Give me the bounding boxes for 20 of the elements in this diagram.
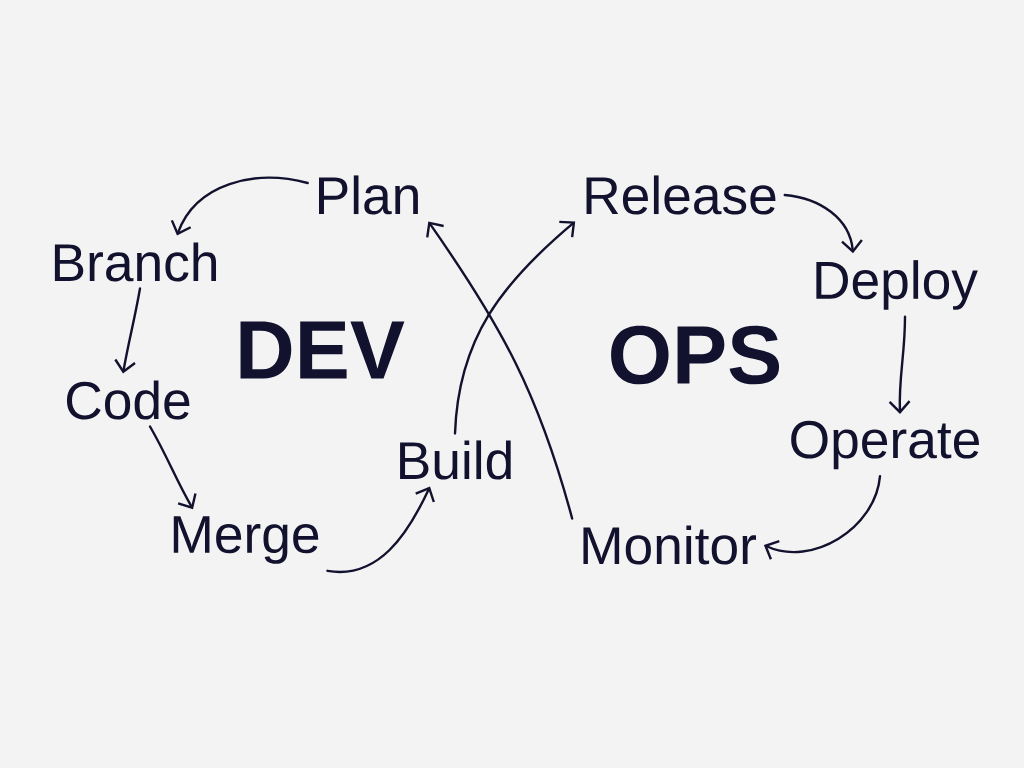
stage-label: Merge bbox=[173, 516, 319, 564]
section-heading: DEV bbox=[240, 321, 405, 379]
stage-label: Deploy bbox=[816, 260, 978, 310]
curved-arrow bbox=[888, 315, 911, 414]
section-heading: OPS bbox=[611, 325, 780, 385]
curved-arrow bbox=[114, 287, 142, 374]
stage-label: Branch bbox=[54, 242, 216, 282]
stage-label: Code bbox=[66, 380, 190, 420]
stage-label: Build bbox=[400, 440, 511, 480]
stage-label: Monitor bbox=[583, 525, 756, 565]
curved-arrow bbox=[453, 220, 576, 435]
curved-arrow bbox=[170, 176, 309, 236]
curved-arrow bbox=[783, 193, 863, 254]
curved-arrow bbox=[326, 486, 435, 574]
curved-arrow bbox=[763, 474, 882, 560]
curved-arrow bbox=[148, 425, 197, 510]
curved-arrow bbox=[426, 221, 574, 520]
stage-label: Release bbox=[586, 175, 776, 215]
stage-label: Plan bbox=[319, 175, 418, 215]
stage-label: Operate bbox=[791, 420, 979, 470]
